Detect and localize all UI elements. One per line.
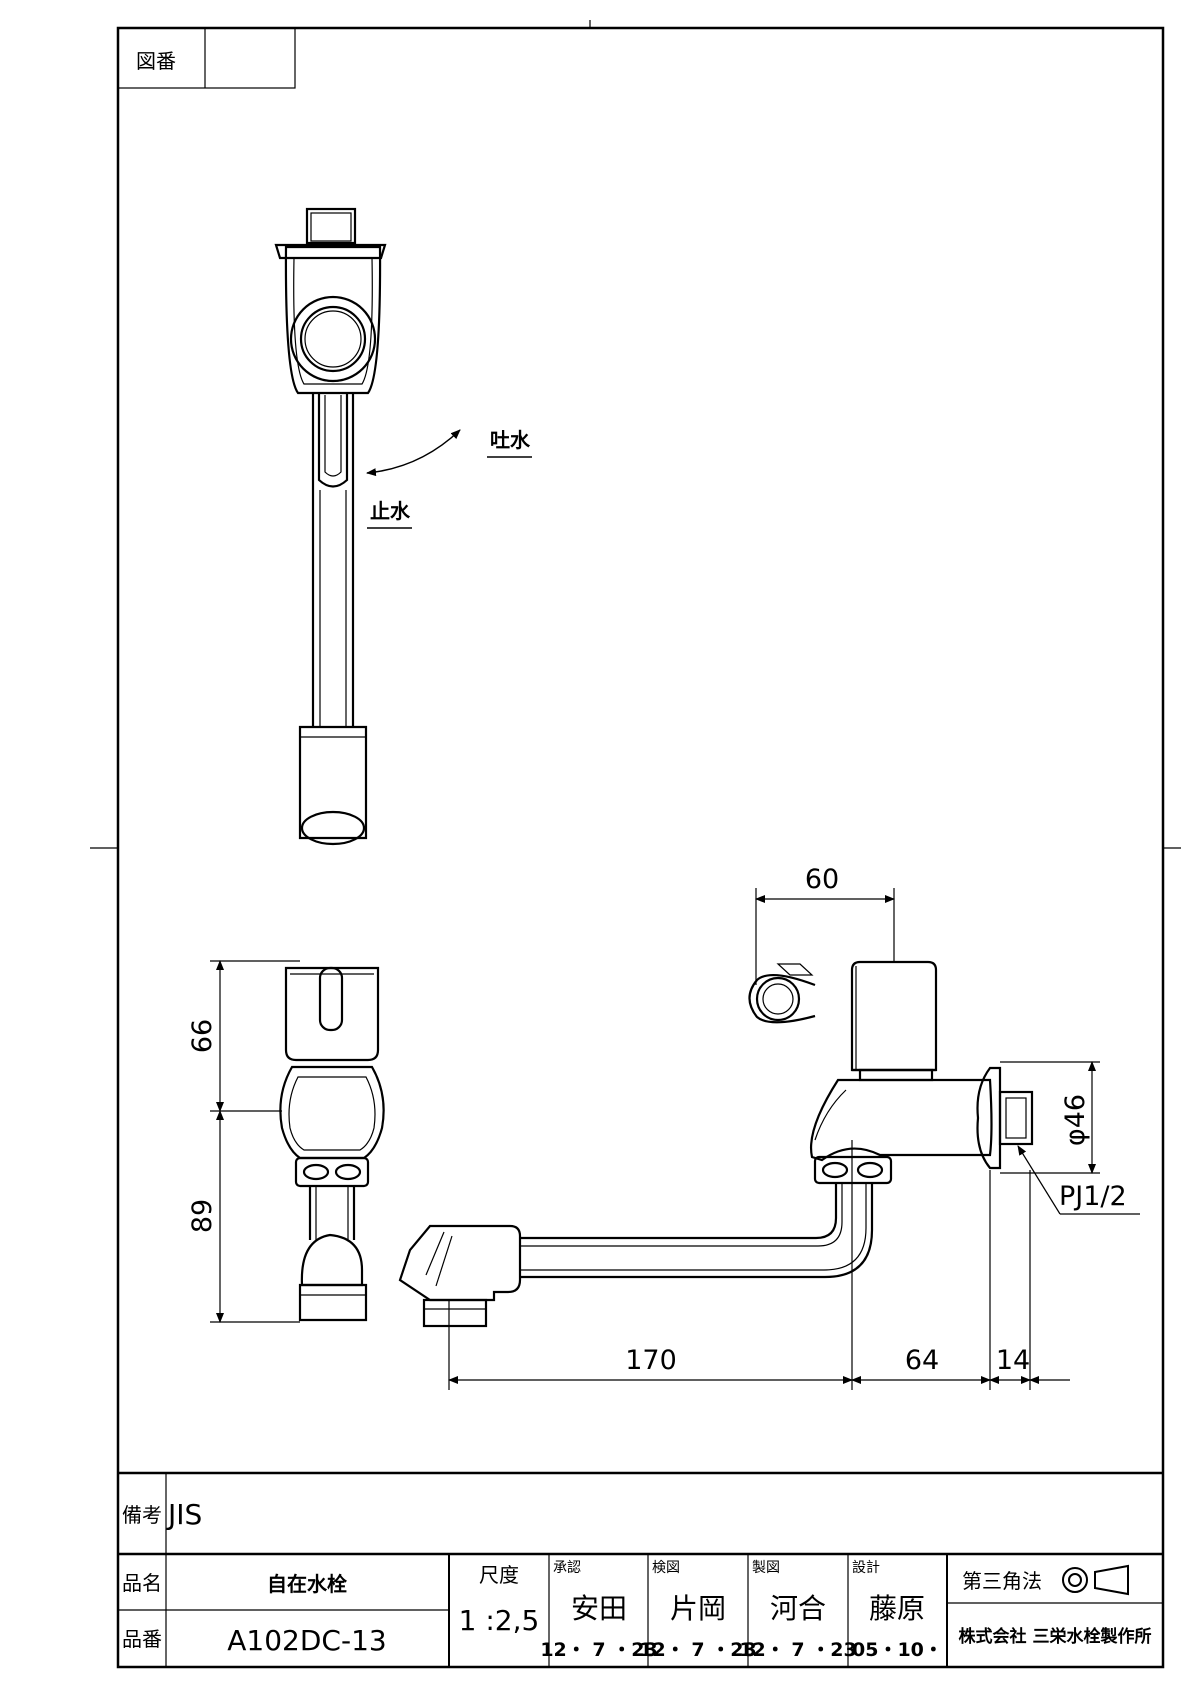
drawing-number-label: 図番 [136, 49, 176, 73]
drawn-label: 製図 [752, 1560, 780, 1576]
side-view [398, 960, 1034, 1328]
drawn-date: 12・ 7 ・23 [739, 1639, 856, 1661]
approved-date: 12・ 7 ・23 [540, 1639, 657, 1661]
drawn-name: 河合 [770, 1592, 826, 1625]
front-view-dimensions [210, 960, 300, 1323]
title-block [118, 1471, 1163, 1667]
rotation-indicator: 吐水 止水 [366, 428, 532, 529]
top-view [274, 207, 387, 846]
third-angle-projection-icon [1062, 1564, 1129, 1596]
drawing-number-box: 図番 [117, 27, 296, 89]
flange-diameter-dimension: φ46 [1060, 1094, 1091, 1146]
sheet-frame [90, 20, 1181, 1669]
checked-name: 片岡 [670, 1592, 726, 1625]
side-view-dimensions [448, 888, 1140, 1390]
checked-date: 12・ 7 ・23 [639, 1639, 756, 1661]
product-name-label: 品名 [122, 1571, 162, 1595]
body-height-dimension: 89 [187, 1199, 218, 1233]
designed-date: 05・10・ [852, 1639, 943, 1661]
product-number-value: A102DC-13 [227, 1624, 386, 1657]
scale-value: 1 :2,5 [459, 1604, 540, 1637]
approved-label: 承認 [553, 1560, 581, 1576]
spout-height-dimension: 60 [805, 864, 839, 895]
product-number-label: 品番 [122, 1627, 162, 1651]
thread-callout: PJ1/2 [1059, 1181, 1127, 1212]
remarks-label: 備考 [122, 1503, 162, 1527]
front-view [279, 966, 385, 1322]
remarks-value: JIS [166, 1498, 202, 1531]
spout-length-dimension: 170 [625, 1345, 677, 1376]
water-on-label: 吐水 [490, 428, 531, 452]
designed-name: 藤原 [869, 1592, 925, 1625]
scale-label: 尺度 [479, 1563, 519, 1587]
projection-label: 第三角法 [962, 1569, 1042, 1593]
body-depth-dimension: 64 [905, 1345, 939, 1376]
flange-depth-dimension: 14 [996, 1345, 1030, 1376]
handle-height-dimension: 66 [187, 1019, 218, 1053]
product-name-value: 自在水栓 [267, 1572, 347, 1596]
water-off-label: 止水 [370, 499, 411, 523]
approved-name: 安田 [571, 1592, 627, 1625]
checked-label: 検図 [652, 1560, 680, 1576]
company-name: 株式会社 三栄水栓製作所 [959, 1626, 1152, 1647]
designed-label: 設計 [852, 1560, 880, 1576]
